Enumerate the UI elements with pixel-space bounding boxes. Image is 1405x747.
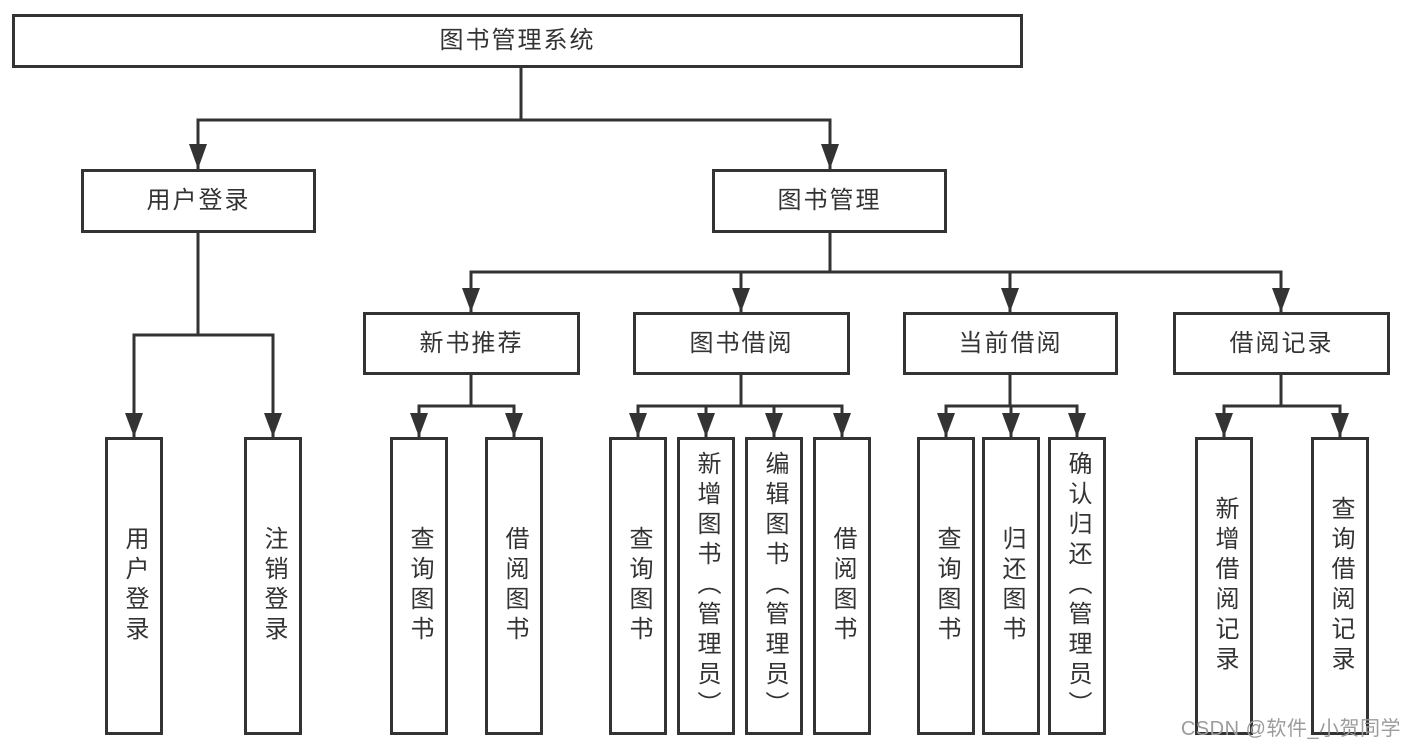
- arrow-down-icon: [629, 413, 647, 437]
- leaf-add-book-admin: 新增图书（管理员）: [677, 437, 735, 735]
- arrowheads: [125, 144, 1349, 437]
- node-label: 用户登录: [146, 187, 251, 214]
- node-label: 借阅图书: [829, 526, 856, 646]
- arrow-down-icon: [1002, 413, 1020, 437]
- connector-new-book-recommend: [417, 373, 516, 439]
- arrow-down-icon: [125, 413, 143, 437]
- leaf-return-book: 归还图书: [982, 437, 1040, 735]
- leaf-user-login: 用户登录: [105, 437, 163, 735]
- node-label: 注销登录: [260, 526, 287, 646]
- arrow-down-icon: [264, 413, 282, 437]
- arrow-down-icon: [765, 413, 783, 437]
- node-label: 新增借阅记录: [1211, 496, 1238, 676]
- node-label: 当前借阅: [958, 329, 1063, 357]
- leaf-add-borrow-record: 新增借阅记录: [1195, 437, 1253, 735]
- node-label: 确认归还（管理员）: [1064, 451, 1091, 721]
- node-label: 图书管理: [777, 187, 882, 214]
- node-label: 查询图书: [625, 526, 652, 646]
- node-label: 编辑图书（管理员）: [761, 451, 788, 721]
- connector-book-borrowing: [636, 373, 844, 439]
- node-label: 查询借阅记录: [1327, 496, 1354, 676]
- leaf-query-books-borrowing: 查询图书: [609, 437, 667, 735]
- arrow-down-icon: [821, 144, 839, 169]
- arrow-down-icon: [410, 413, 428, 437]
- connector-root: [196, 66, 832, 171]
- leaf-borrow-books-borrowing: 借阅图书: [813, 437, 871, 735]
- node-book-borrowing: 图书借阅: [633, 312, 850, 375]
- leaf-logout: 注销登录: [244, 437, 302, 735]
- node-label: 新增图书（管理员）: [693, 451, 720, 721]
- node-system-root: 图书管理系统: [12, 14, 1023, 68]
- leaf-query-borrow-record: 查询借阅记录: [1311, 437, 1369, 735]
- node-label: 图书管理系统: [439, 27, 596, 54]
- leaf-query-books-current: 查询图书: [917, 437, 975, 735]
- node-current-borrowing: 当前借阅: [903, 312, 1118, 375]
- arrow-down-icon: [1272, 288, 1290, 312]
- csdn-watermark: CSDN @软件_小贺同学: [1180, 718, 1401, 740]
- leaf-query-books-recommend: 查询图书: [390, 437, 448, 735]
- arrow-down-icon: [937, 413, 955, 437]
- node-label: 新书推荐: [419, 329, 524, 357]
- node-label: 用户登录: [121, 526, 148, 646]
- connector-borrow-records: [1222, 373, 1342, 439]
- arrow-down-icon: [697, 413, 715, 437]
- arrow-down-icon: [462, 288, 480, 312]
- arrow-down-icon: [1215, 413, 1233, 437]
- leaf-borrow-books-recommend: 借阅图书: [485, 437, 543, 735]
- node-borrow-records: 借阅记录: [1173, 312, 1390, 375]
- node-label: 图书借阅: [689, 329, 794, 357]
- arrow-down-icon: [1068, 413, 1086, 437]
- node-user-login: 用户登录: [81, 169, 316, 233]
- connector-book-management: [469, 231, 1283, 314]
- node-label: 归还图书: [998, 526, 1025, 646]
- node-new-book-recommend: 新书推荐: [363, 312, 580, 375]
- arrow-down-icon: [505, 413, 523, 437]
- arrow-down-icon: [189, 144, 207, 169]
- node-label: 借阅记录: [1229, 329, 1334, 357]
- arrow-down-icon: [1001, 288, 1019, 312]
- node-book-management: 图书管理: [712, 169, 947, 233]
- node-label: 借阅图书: [501, 526, 528, 646]
- arrow-down-icon: [833, 413, 851, 437]
- leaf-edit-book-admin: 编辑图书（管理员）: [745, 437, 803, 735]
- node-label: 查询图书: [406, 526, 433, 646]
- connector-user-login: [132, 231, 275, 439]
- arrow-down-icon: [1331, 413, 1349, 437]
- leaf-confirm-return-admin: 确认归还（管理员）: [1048, 437, 1106, 735]
- node-label: 查询图书: [933, 526, 960, 646]
- arrow-down-icon: [732, 288, 750, 312]
